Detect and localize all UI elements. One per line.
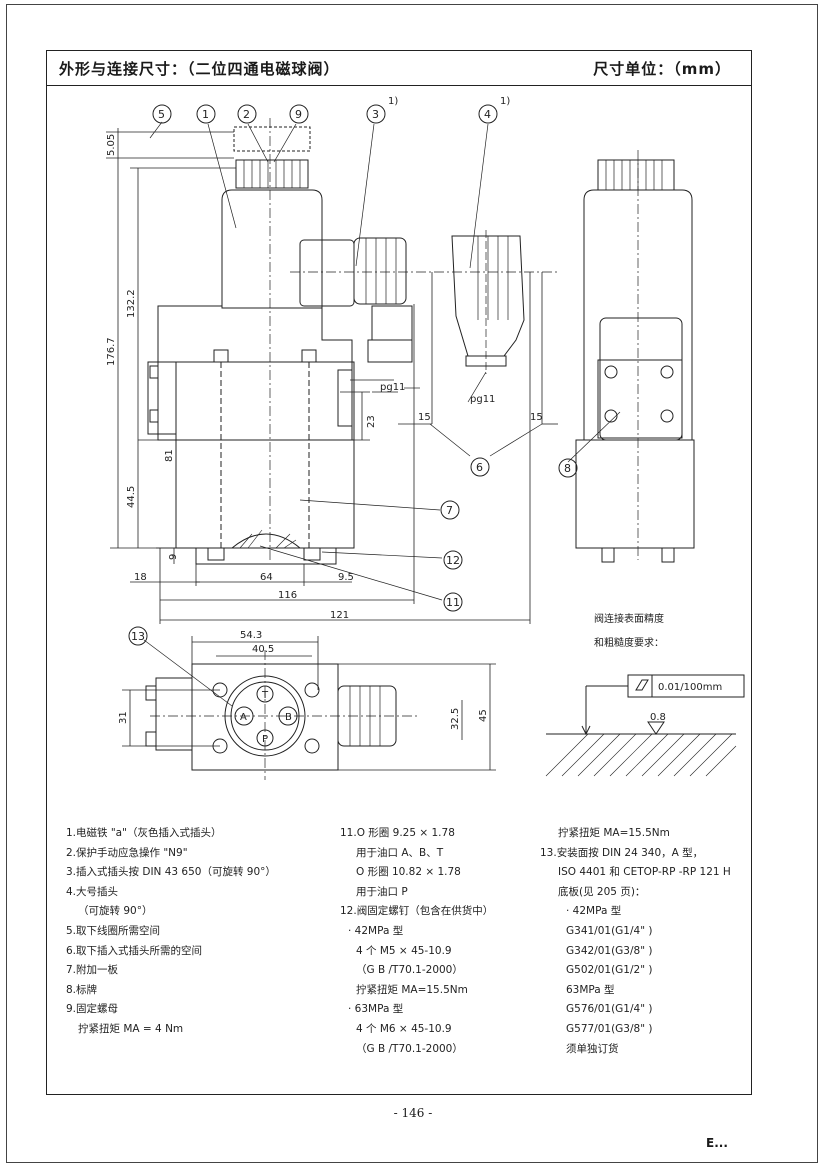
plug-view (451, 230, 525, 374)
dim-176-7: 176.7 (106, 337, 117, 366)
callout-9: 9 (295, 108, 302, 121)
note-line: （G B /T70.1-2000） (356, 1042, 463, 1055)
note-line: G342/01(G3/8" ) (566, 944, 653, 957)
note-line: （可旋转 90°） (78, 905, 153, 918)
note-line: · 63MPa 型 (348, 1003, 404, 1016)
port-p: P (262, 734, 268, 745)
dim-121: 121 (330, 610, 349, 621)
note-line: 4 个 M6 × 45-10.9 (356, 1022, 452, 1035)
note-line: 6.取下插入式插头所需的空间 (66, 944, 203, 957)
note-line: 8.标牌 (66, 983, 98, 996)
roughness-value: 0.8 (650, 712, 666, 723)
page-title: 外形与连接尺寸：（二位四通电磁球阀） (59, 60, 340, 78)
dim-23: 23 (366, 415, 377, 428)
flatness-tolerance: 0.01/100mm (658, 682, 722, 693)
note-line: （G B /T70.1-2000） (356, 964, 463, 977)
note-line: 5.取下线圈所需空间 (66, 924, 161, 937)
note-line: 2.保护手动应急操作 "N9" (66, 846, 188, 859)
callout-1: 1 (202, 108, 209, 121)
callout-12: 12 (446, 554, 460, 567)
notes-column-3: 拧紧扭矩 MA=15.5Nm 13.安装面按 DIN 24 340，A 型， I… (540, 824, 731, 1059)
note-line: 7.附加一板 (66, 964, 119, 977)
superscript-4: 1) (500, 96, 510, 107)
note-line: 拧紧扭矩 MA = 4 Nm (78, 1022, 184, 1035)
callout-8: 8 (564, 462, 571, 475)
dim-116: 116 (278, 590, 297, 601)
callout-4: 4 (484, 108, 491, 121)
page-border (6, 4, 818, 1163)
note-line: G577/01(G3/8" ) (566, 1022, 653, 1035)
note-line: · 42MPa 型 (348, 924, 404, 937)
dim-40-5: 40.5 (252, 644, 274, 655)
callout-7: 7 (446, 504, 453, 517)
callout-3: 3 (372, 108, 379, 121)
notes-column-1: 1.电磁铁 "a"（灰色插入式插头） 2.保护手动应急操作 "N9" 3.插入式… (66, 824, 276, 1040)
dim-44-5: 44.5 (126, 486, 137, 508)
note-line: 须单独订货 (566, 1042, 619, 1055)
callout-group: 5 1 2 9 3 1) 4 1) 6 7 8 12 11 13 (128, 96, 578, 646)
note-line: ISO 4401 和 CETOP-RP -RP 121 H (558, 866, 731, 879)
plan-view (145, 650, 420, 780)
port-a: A (240, 712, 247, 723)
note-line: 12.阀固定螺钉（包含在供货中） (340, 905, 494, 918)
note-line: 用于油口 A、B、T (356, 846, 444, 859)
dimension-labels: 5.05 132.2 176.7 81 44.5 23 9 18 64 9.5 … (106, 134, 722, 745)
note-line: O 形圈 10.82 × 1.78 (356, 866, 461, 879)
dim-45: 45 (478, 709, 489, 722)
note-line: 用于油口 P (356, 885, 408, 898)
note-line: · 42MPa 型 (566, 905, 622, 918)
notes-column-2: 11.O 形圈 9.25 × 1.78 用于油口 A、B、T O 形圈 10.8… (340, 824, 493, 1059)
dim-9-5: 9.5 (338, 572, 354, 583)
note-line: G341/01(G1/4" ) (566, 924, 653, 937)
note-line: G576/01(G1/4" ) (566, 1003, 653, 1016)
note-line: 63MPa 型 (566, 983, 615, 996)
surface-requirement-line1: 阀连接表面精度 (594, 612, 664, 625)
note-line: 3.插入式插头按 DIN 43 650（可旋转 90°） (66, 866, 276, 879)
leader-lines (143, 121, 621, 707)
callout-11: 11 (446, 596, 460, 609)
dim-32-5: 32.5 (450, 708, 461, 730)
dim-31: 31 (118, 711, 129, 724)
note-line: 4.大号插头 (66, 885, 119, 898)
surface-requirement-line2: 和粗糙度要求： (594, 636, 664, 649)
note-line: 13.安装面按 DIN 24 340，A 型， (540, 846, 704, 859)
callout-6: 6 (476, 461, 483, 474)
note-line: 4 个 M5 × 45-10.9 (356, 944, 452, 957)
header-bar: 外形与连接尺寸：（二位四通电磁球阀） 尺寸单位：（mm） (47, 51, 751, 86)
dim-5-05: 5.05 (106, 134, 117, 156)
dim-81: 81 (164, 449, 175, 462)
drawing-frame: 外形与连接尺寸：（二位四通电磁球阀） 尺寸单位：（mm） (46, 50, 752, 1095)
dimension-unit: 尺寸单位：（mm） (593, 60, 731, 78)
dim-15-left: 15 (418, 412, 431, 423)
note-line: 底板(见 205 页)： (558, 885, 646, 898)
port-t: T (261, 690, 269, 701)
dim-15-right: 15 (530, 412, 543, 423)
dim-18: 18 (134, 572, 147, 583)
dim-9: 9 (168, 554, 179, 560)
publisher-logo: E... (706, 1136, 728, 1150)
note-line: G502/01(G1/2" ) (566, 964, 653, 977)
pg11-plug4: pg11 (470, 394, 495, 405)
callout-5: 5 (158, 108, 165, 121)
front-dimensions (106, 128, 558, 624)
superscript-3: 1) (388, 96, 398, 107)
port-b: B (285, 712, 292, 723)
callout-2: 2 (243, 108, 250, 121)
dim-54-3: 54.3 (240, 630, 262, 641)
plan-dimensions (122, 636, 496, 771)
front-view (147, 118, 560, 565)
page-number: - 146 - (393, 1106, 433, 1120)
callout-13: 13 (131, 630, 145, 643)
pg11-plug3: pg11 (380, 382, 405, 393)
note-line: 拧紧扭矩 MA=15.5Nm (558, 827, 670, 839)
note-line: 11.O 形圈 9.25 × 1.78 (340, 827, 455, 839)
dim-132-2: 132.2 (126, 289, 137, 318)
note-line: 1.电磁铁 "a"（灰色插入式插头） (66, 827, 222, 839)
side-view (575, 150, 695, 563)
surface-spec (545, 674, 745, 777)
dim-64: 64 (260, 572, 273, 583)
note-line: 9.固定螺母 (66, 1003, 119, 1016)
note-line: 拧紧扭矩 MA=15.5Nm (356, 983, 468, 996)
